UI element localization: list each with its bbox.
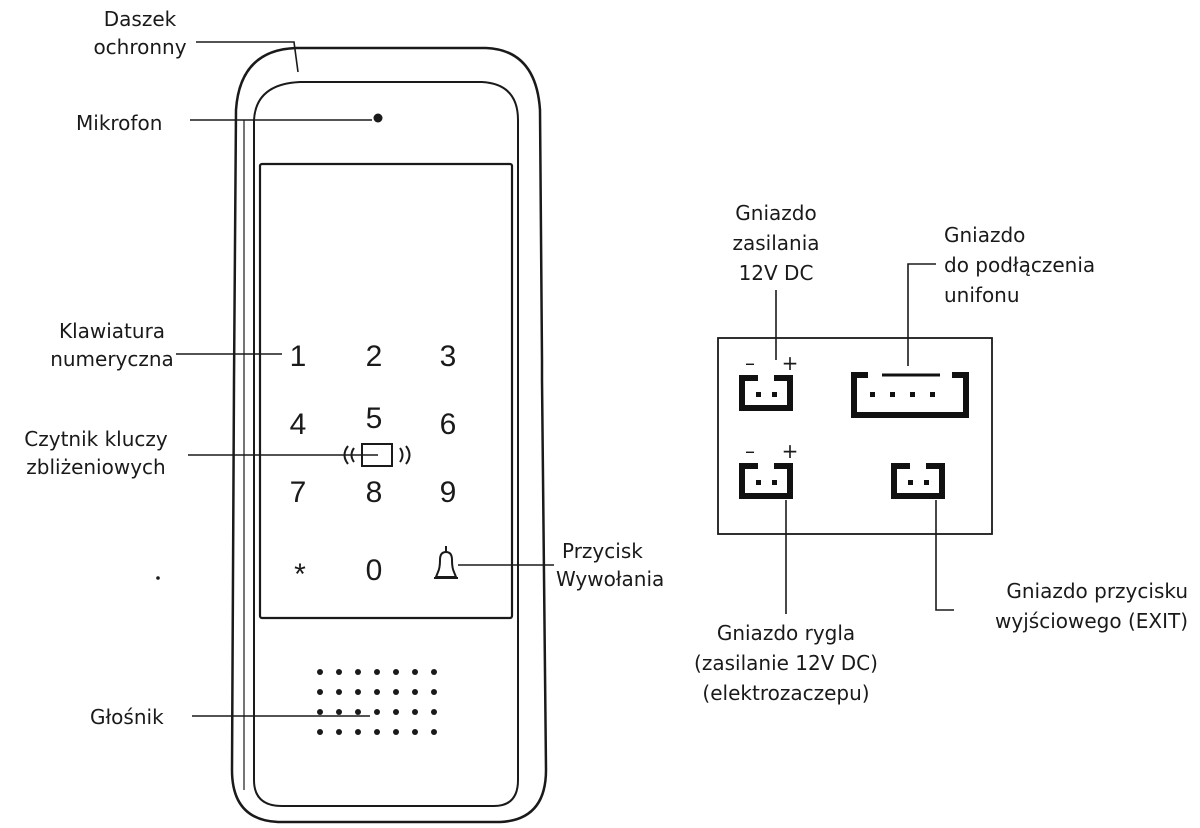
key-star[interactable]: * <box>294 558 306 591</box>
power-socket: – + <box>739 351 799 411</box>
key-9[interactable]: 9 <box>440 476 457 509</box>
key-2[interactable]: 2 <box>366 340 383 373</box>
key-4[interactable]: 4 <box>290 408 307 441</box>
key-0[interactable]: 0 <box>366 554 383 587</box>
lock-socket: – + <box>739 439 799 499</box>
svg-text:Gniazdo rygla: Gniazdo rygla <box>717 621 855 645</box>
label-przycisk: Przycisk Wywołania <box>458 539 664 591</box>
speaker-hole <box>317 709 323 715</box>
speaker-hole <box>317 729 323 735</box>
device-outer-shell <box>230 46 548 824</box>
key-3[interactable]: 3 <box>440 340 457 373</box>
speaker-hole <box>431 729 437 735</box>
speaker-grille <box>317 669 437 735</box>
label-lock-socket: Gniazdo rygla (zasilanie 12V DC) (elektr… <box>694 500 878 705</box>
label-klawiatura: Klawiatura numeryczna <box>50 319 282 371</box>
speaker-hole <box>393 709 399 715</box>
speaker-hole <box>317 669 323 675</box>
exit-socket <box>891 463 945 499</box>
keypad-area <box>258 162 514 620</box>
svg-text:ochronny: ochronny <box>93 35 186 59</box>
speaker-hole <box>355 669 361 675</box>
svg-text:Gniazdo: Gniazdo <box>944 223 1025 247</box>
svg-text:zbliżeniowych: zbliżeniowych <box>26 455 165 479</box>
label-czytnik: Czytnik kluczy zbliżeniowych <box>24 427 378 479</box>
key-1[interactable]: 1 <box>290 340 307 373</box>
speaker-hole <box>374 689 380 695</box>
speaker-hole <box>431 689 437 695</box>
key-5[interactable]: 5 <box>366 402 383 435</box>
svg-text:–: – <box>745 351 755 375</box>
speaker-hole <box>355 709 361 715</box>
microphone-hole <box>373 113 383 123</box>
speaker-hole <box>336 729 342 735</box>
svg-text:12V DC: 12V DC <box>739 261 814 285</box>
svg-text:Gniazdo: Gniazdo <box>735 201 816 225</box>
svg-text:Czytnik kluczy: Czytnik kluczy <box>24 427 168 451</box>
label-glosnik: Głośnik <box>90 705 370 729</box>
label-intercom-socket: Gniazdo do podłączenia unifonu <box>907 223 1095 366</box>
stray-dot <box>156 576 160 580</box>
speaker-hole <box>431 669 437 675</box>
svg-text:+: + <box>782 439 799 463</box>
svg-text:numeryczna: numeryczna <box>50 347 174 371</box>
speaker-hole <box>336 709 342 715</box>
label-exit-socket: Gniazdo przycisku wyjściowego (EXIT) <box>935 500 1188 633</box>
svg-text:Daszek: Daszek <box>104 7 177 31</box>
speaker-hole <box>374 729 380 735</box>
key-6[interactable]: 6 <box>440 408 457 441</box>
speaker-hole <box>355 689 361 695</box>
svg-text:Przycisk: Przycisk <box>562 539 643 563</box>
speaker-hole <box>355 729 361 735</box>
svg-text:+: + <box>782 351 799 375</box>
bell-icon[interactable] <box>434 546 458 579</box>
label-mikrofon: Mikrofon <box>76 111 372 135</box>
svg-text:Wywołania: Wywołania <box>556 567 664 591</box>
svg-text:Głośnik: Głośnik <box>90 705 164 729</box>
device-inner-frame <box>253 81 519 807</box>
connector-board-outline <box>717 337 993 535</box>
speaker-hole <box>374 669 380 675</box>
key-8[interactable]: 8 <box>366 476 383 509</box>
device-panel: 1 2 3 4 5 6 7 8 9 * 0 <box>156 46 548 824</box>
speaker-hole <box>336 669 342 675</box>
speaker-hole <box>393 669 399 675</box>
svg-text:wyjściowego (EXIT): wyjściowego (EXIT) <box>995 609 1188 633</box>
speaker-hole <box>374 709 380 715</box>
speaker-hole <box>317 689 323 695</box>
svg-text:zasilania: zasilania <box>732 231 819 255</box>
label-daszek: Daszek ochronny <box>93 7 299 73</box>
svg-text:do podłączenia: do podłączenia <box>944 253 1095 277</box>
speaker-hole <box>412 709 418 715</box>
key-7[interactable]: 7 <box>290 476 307 509</box>
speaker-hole <box>393 689 399 695</box>
connector-board: – + – + <box>717 337 993 535</box>
label-power-socket: Gniazdo zasilania 12V DC <box>732 201 820 360</box>
svg-text:–: – <box>745 439 755 463</box>
svg-text:Mikrofon: Mikrofon <box>76 111 162 135</box>
svg-text:(zasilanie 12V DC): (zasilanie 12V DC) <box>694 651 878 675</box>
speaker-hole <box>412 689 418 695</box>
intercom-socket <box>851 372 969 418</box>
speaker-hole <box>412 669 418 675</box>
svg-text:Gniazdo przycisku: Gniazdo przycisku <box>1006 579 1188 603</box>
speaker-hole <box>412 729 418 735</box>
speaker-hole <box>336 689 342 695</box>
svg-text:unifonu: unifonu <box>944 283 1020 307</box>
speaker-hole <box>431 709 437 715</box>
svg-text:(elektrozaczepu): (elektrozaczepu) <box>702 681 869 705</box>
speaker-hole <box>393 729 399 735</box>
svg-text:Klawiatura: Klawiatura <box>59 319 165 343</box>
